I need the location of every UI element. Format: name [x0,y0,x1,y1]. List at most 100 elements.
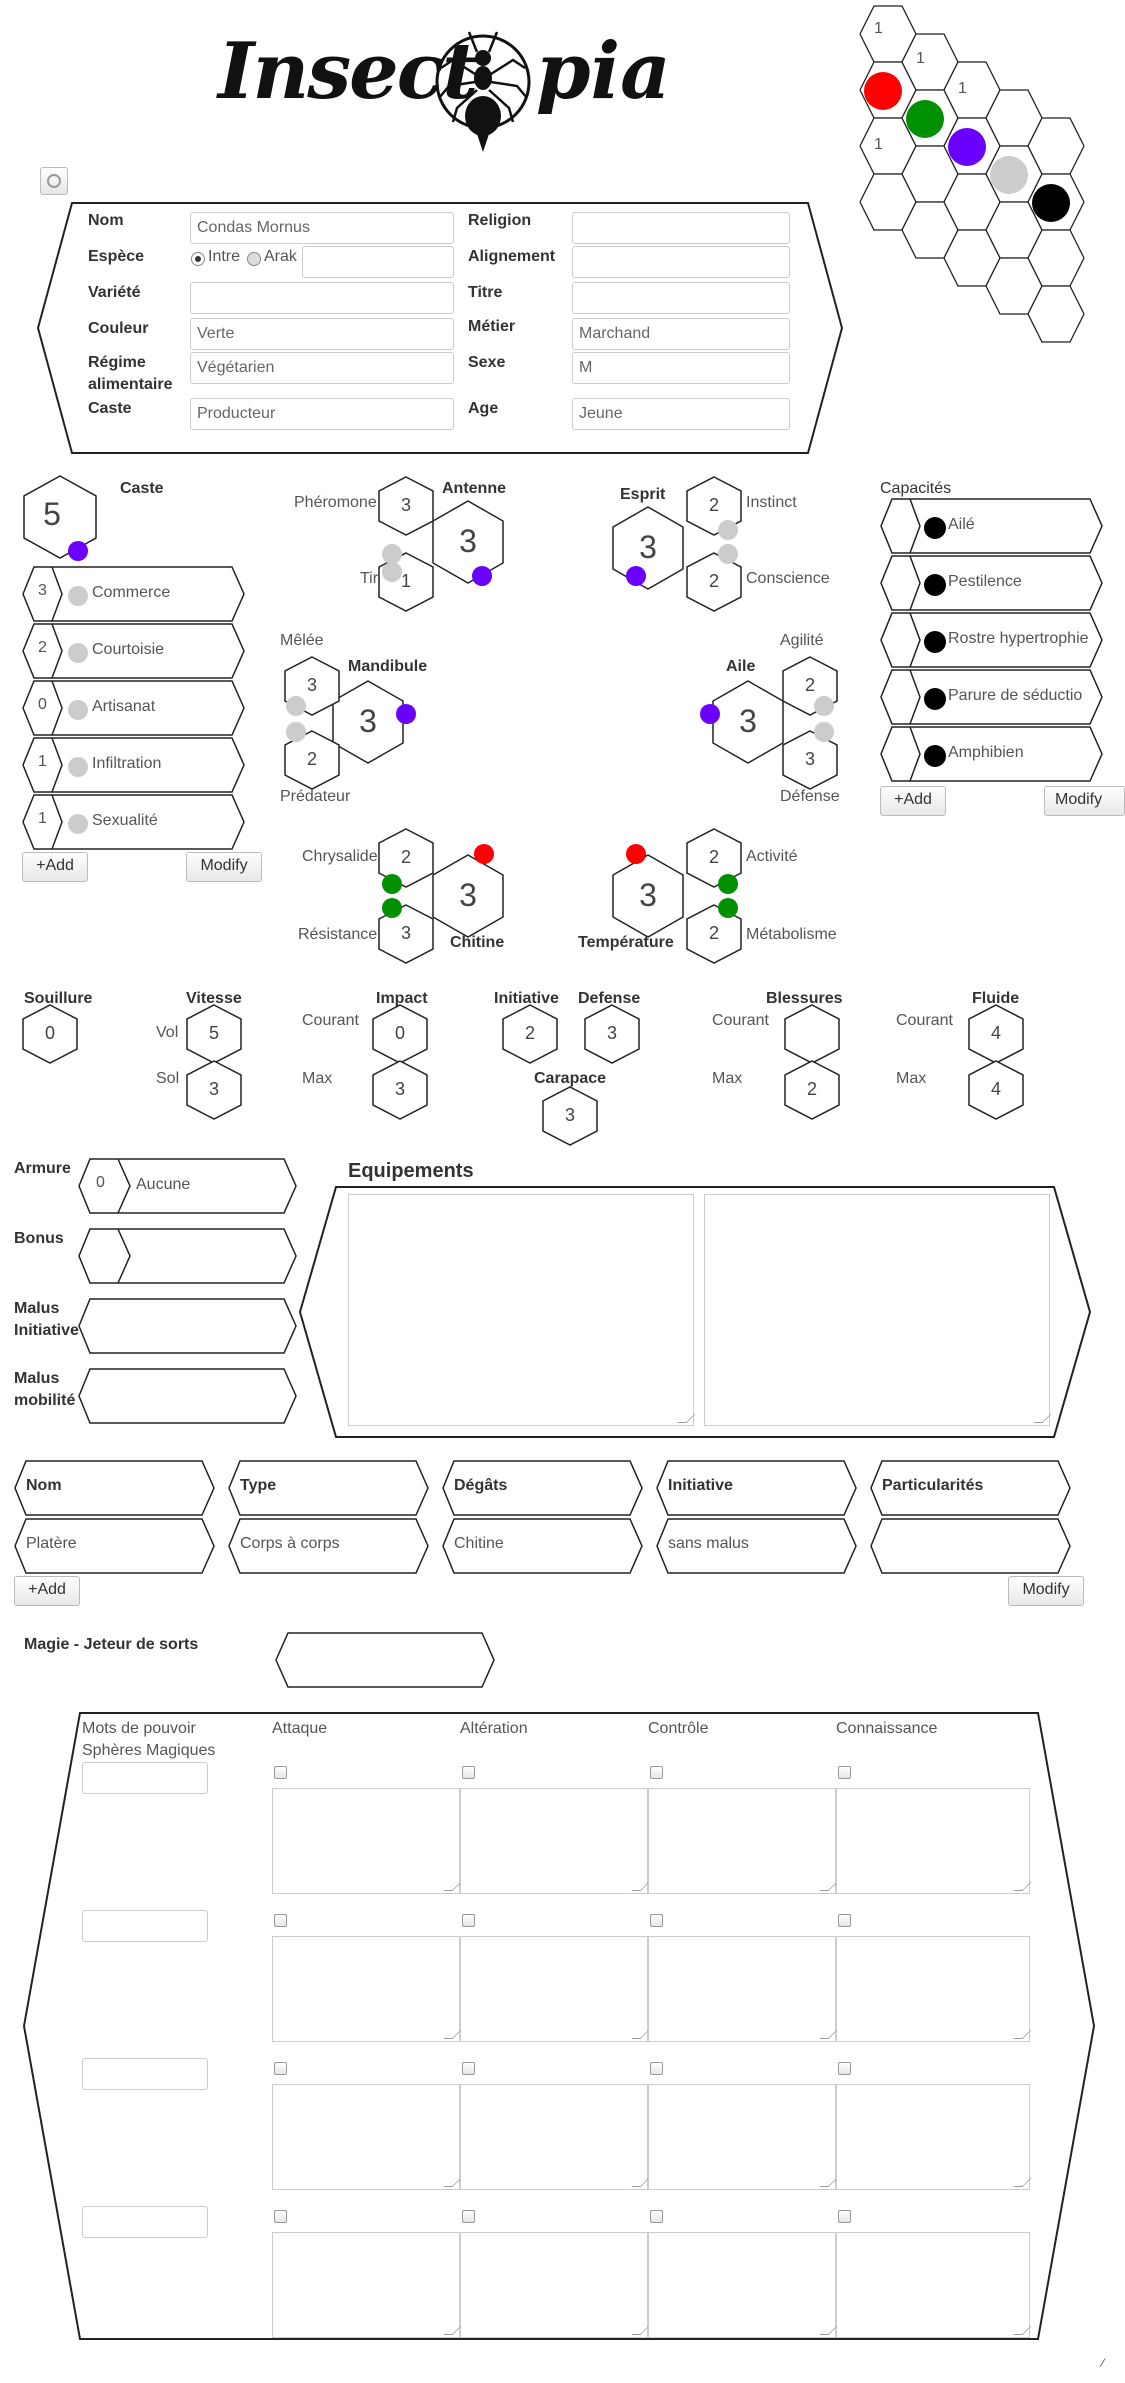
caste-skill-value[interactable]: 1 [38,810,47,827]
magie-textarea[interactable] [272,2084,460,2190]
caste-skill-dot[interactable] [68,757,88,777]
magie-checkbox[interactable] [274,1914,287,1927]
esprit-sub1-value[interactable]: 2 [708,495,719,516]
magie-sphere-input[interactable] [82,1762,208,1794]
magie-textarea[interactable] [648,1788,836,1894]
weapons-add-button[interactable]: +Add [14,1576,80,1606]
mandibule-dot-purple[interactable] [396,704,416,724]
fluide-max-hex[interactable] [968,1060,1024,1120]
equipements-textarea-1[interactable] [348,1194,694,1426]
nom-input[interactable]: Condas Mornus [190,212,454,244]
mandibule-dot-gray[interactable] [286,722,306,742]
fluide-courant-value[interactable]: 4 [990,1023,1001,1044]
magie-checkbox[interactable] [274,2210,287,2223]
magie-checkbox[interactable] [838,2210,851,2223]
esprit-sub2-value[interactable]: 2 [708,571,719,592]
sol-hex[interactable] [186,1060,242,1120]
caste-skill-value[interactable]: 2 [38,639,47,656]
magie-checkbox[interactable] [462,1766,475,1779]
aile-sub2-hex[interactable] [782,730,838,790]
antenne-dot-purple[interactable] [472,566,492,586]
magie-checkbox[interactable] [650,1914,663,1927]
esprit-dot-gray[interactable] [718,520,738,540]
esprit-value[interactable]: 3 [639,528,657,565]
chitine-hex[interactable] [432,854,504,938]
carapace-hex[interactable] [542,1086,598,1146]
temperature-sub2-hex[interactable] [686,904,742,964]
weapon-cell-frame[interactable] [14,1518,216,1574]
blessures-max-value[interactable]: 2 [806,1079,817,1100]
espece-input[interactable] [302,246,454,278]
magie-textarea[interactable] [836,1788,1030,1894]
temperature-hex[interactable] [612,854,684,938]
capacite-dot[interactable] [924,631,946,653]
chitine-sub2-hex[interactable] [378,904,434,964]
magie-checkbox[interactable] [462,2062,475,2075]
magie-checkbox[interactable] [462,1914,475,1927]
capacites-modify-button[interactable]: Modify [1044,786,1125,816]
chitine-dot-green[interactable] [382,874,402,894]
antenne-dot-gray[interactable] [382,562,402,582]
capacite-dot[interactable] [924,517,946,539]
magie-textarea[interactable] [836,2232,1030,2338]
capacite-row[interactable]: Rostre hypertrophie [880,612,1104,668]
mandibule-value[interactable]: 3 [359,702,377,739]
carapace-value[interactable]: 3 [564,1105,575,1126]
magie-checkbox[interactable] [274,2062,287,2075]
blessures-courant-hex[interactable] [784,1004,840,1064]
magie-sphere-input[interactable] [82,2058,208,2090]
caste-skill-dot[interactable] [68,643,88,663]
antenne-sub1-hex[interactable] [378,476,434,536]
esprit-dot-gray[interactable] [718,544,738,564]
caste-skill-value[interactable]: 3 [38,582,47,599]
hex-map-grid[interactable] [850,0,1125,360]
chitine-dot-red[interactable] [474,844,494,864]
initiative-value[interactable]: 2 [524,1023,535,1044]
chitine-sub1-hex[interactable] [378,828,434,888]
aile-value[interactable]: 3 [739,702,757,739]
impact-courant-value[interactable]: 0 [394,1023,405,1044]
metier-input[interactable]: Marchand [572,318,790,350]
mandibule-sub2-hex[interactable] [284,730,340,790]
temperature-dot-red[interactable] [626,844,646,864]
hex-map-cell[interactable] [1027,285,1085,343]
capacite-dot[interactable] [924,574,946,596]
weapon-cell-frame[interactable] [870,1518,1072,1574]
chitine-sub2-value[interactable]: 3 [400,923,411,944]
temperature-dot-green[interactable] [718,874,738,894]
blessures-max-hex[interactable] [784,1060,840,1120]
magie-textarea[interactable] [460,2084,648,2190]
bonus-frame[interactable] [78,1228,298,1284]
impact-max-hex[interactable] [372,1060,428,1120]
capacite-dot[interactable] [924,688,946,710]
magie-textarea[interactable] [272,1936,460,2042]
capacite-row[interactable]: Pestilence [880,555,1104,611]
magie-checkbox[interactable] [462,2210,475,2223]
espece-radio-arak[interactable] [247,252,261,266]
magie-textarea[interactable] [272,1788,460,1894]
chitine-value[interactable]: 3 [459,876,477,913]
fluide-max-value[interactable]: 4 [990,1079,1001,1100]
sexe-input[interactable]: M [572,352,790,384]
magie-textarea[interactable] [836,2084,1030,2190]
chitine-dot-green[interactable] [382,898,402,918]
magie-checkbox[interactable] [650,2210,663,2223]
antenne-sub2-value[interactable]: 1 [400,571,411,592]
religion-input[interactable] [572,212,790,244]
temperature-value[interactable]: 3 [639,876,657,913]
caste-purple-dot[interactable] [68,541,88,561]
caste-modify-button[interactable]: Modify [186,852,262,882]
malus-initiative-frame[interactable] [78,1298,298,1354]
capacite-row[interactable]: Parure de séductio [880,669,1104,725]
defense-value[interactable]: 3 [606,1023,617,1044]
capacites-add-button[interactable]: +Add [880,786,946,816]
chitine-sub1-value[interactable]: 2 [400,847,411,868]
antenne-value[interactable]: 3 [459,522,477,559]
caste-hex[interactable] [22,474,98,560]
capacite-row[interactable]: Ailé [880,498,1104,554]
magie-checkbox[interactable] [838,2062,851,2075]
caste-skill-dot[interactable] [68,586,88,606]
armure-value[interactable]: 0 [96,1174,105,1191]
